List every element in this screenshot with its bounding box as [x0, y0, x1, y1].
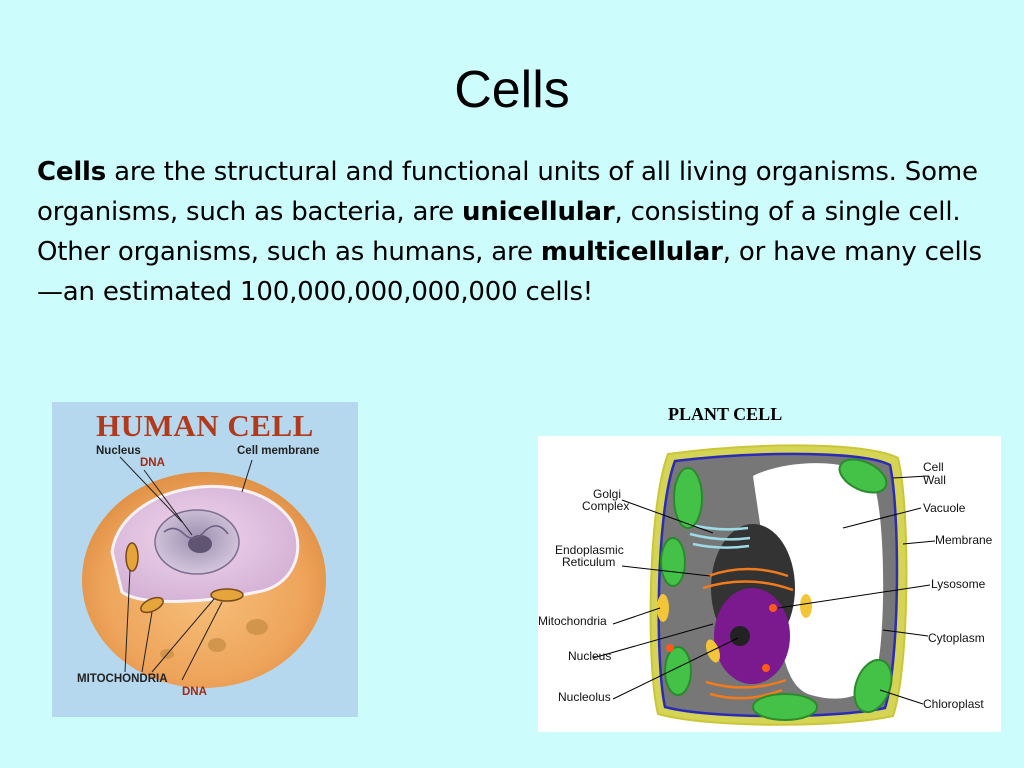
paragraph-text-3: , or have many cells—an estimated 100,00…	[37, 237, 982, 307]
human-label-cell-membrane: Cell membrane	[237, 445, 320, 457]
pointer-line	[143, 469, 193, 536]
paragraph-text-1: are the structural and functional units …	[37, 157, 978, 227]
human-cell-illustration: HUMAN CELL Nucleus DNA Cell membrane MIT…	[52, 402, 358, 717]
human-label-nucleus: Nucleus	[96, 445, 141, 457]
plant-label-lysosome: Lysosome	[931, 577, 986, 591]
plant-label-cell-wall-1: Cell	[923, 460, 944, 474]
plant-cell-nucleus	[714, 588, 790, 684]
slide-title: Cells	[454, 61, 570, 119]
plant-label-er-2: Reticulum	[562, 555, 616, 569]
plant-cell-er	[702, 567, 794, 700]
plant-label-mitochondria: Mitochondria	[538, 614, 607, 628]
plant-cell-nucleolus	[730, 626, 750, 646]
plant-cell-pointer-lines	[592, 475, 936, 705]
plant-cell-chloroplasts	[660, 458, 893, 721]
plant-cell-lysosome	[666, 644, 674, 652]
plant-label-golgi-2: Complex	[582, 499, 630, 513]
human-label-dna-top: DNA	[140, 457, 165, 469]
human-cell-drawing	[82, 456, 326, 688]
pointer-line	[141, 611, 153, 673]
pointer-line	[124, 569, 131, 673]
plant-cell-heading: PLANT CELL	[668, 404, 783, 424]
human-cell-nucleolus	[188, 535, 212, 553]
human-cell-vesicle	[208, 638, 226, 652]
human-cell-mitochondrion	[140, 596, 164, 614]
plant-label-vacuole: Vacuole	[923, 501, 966, 515]
human-cell-mitochondrion	[125, 542, 139, 572]
human-cell-vesicle	[246, 619, 268, 635]
term-unicellular: unicellular	[462, 197, 615, 227]
plant-cell-mitochondria	[657, 594, 812, 663]
plant-label-cytoplasm: Cytoplasm	[928, 631, 985, 645]
plant-label-nucleus: Nucleus	[568, 649, 612, 663]
plant-label-nucleolus: Nucleolus	[558, 690, 611, 704]
human-cell-mitochondrion	[210, 588, 244, 602]
plant-label-golgi-1: Golgi	[593, 487, 622, 501]
plant-cell-lysosome	[769, 604, 777, 612]
pointer-line	[119, 456, 183, 523]
plant-label-membrane: Membrane	[935, 533, 993, 547]
pointer-line	[241, 459, 253, 493]
pointer-line	[181, 601, 223, 681]
human-label-mitochondria: MITOCHONDRIA	[77, 673, 168, 685]
human-cell-dna-strand	[163, 525, 229, 539]
human-label-dna-bottom: DNA	[182, 686, 207, 698]
plant-cell-illustration: Golgi Complex Endoplasmic Reticulum Mito…	[538, 436, 1001, 732]
plant-label-chloroplast: Chloroplast	[923, 697, 984, 711]
plant-label-er-1: Endoplasmic	[555, 543, 624, 557]
term-multicellular: multicellular	[540, 237, 723, 267]
plant-label-cell-wall-2: Wall	[923, 473, 946, 487]
plant-cell-lysosome	[762, 664, 770, 672]
paragraph-text-2: , consisting of a single cell. Other org…	[37, 197, 961, 267]
body-paragraph: Cells are the structural and functional …	[37, 152, 997, 312]
term-cells: Cells	[37, 157, 107, 187]
plant-cell-drawing	[592, 444, 936, 726]
pointer-line	[151, 598, 215, 673]
human-cell-title: HUMAN CELL	[96, 408, 314, 443]
